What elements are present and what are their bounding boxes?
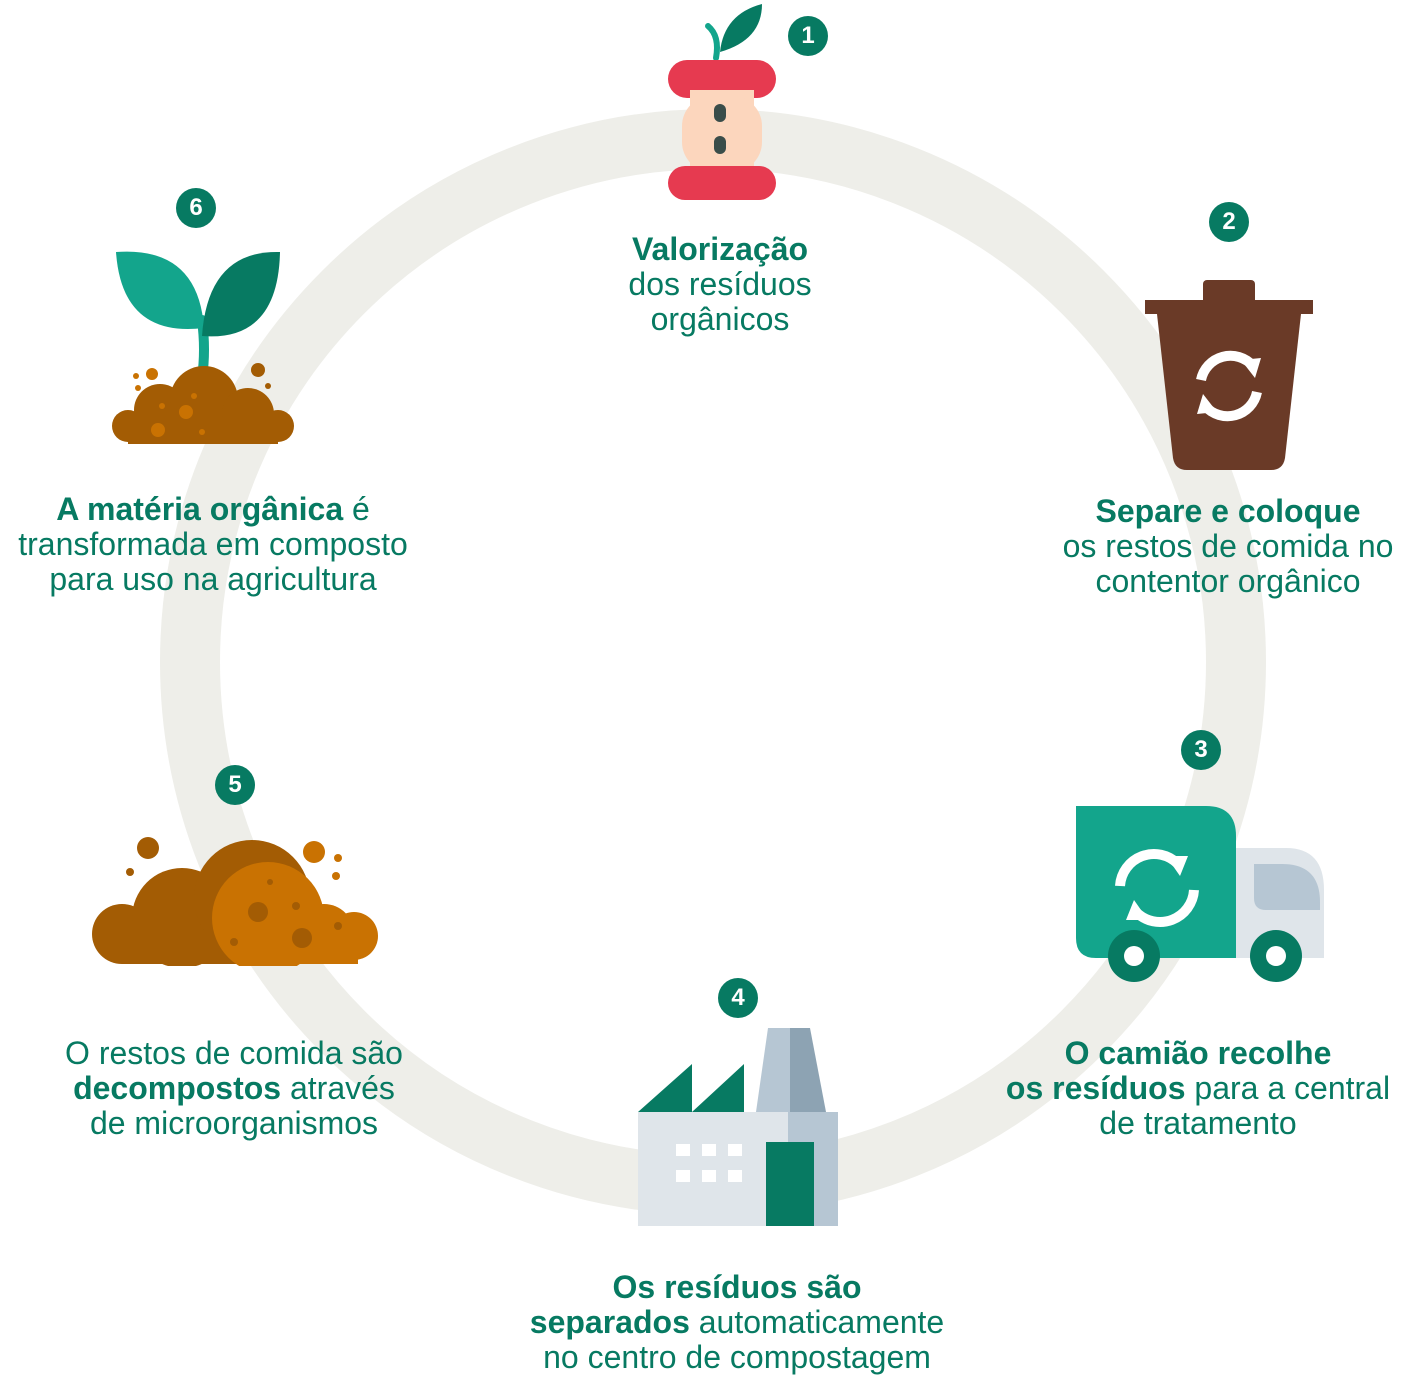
step-1-line3: orgânicos [650,301,790,337]
step-6-caption: A matéria orgânica é transformada em com… [0,492,426,597]
step-1-title: Valorização [631,231,809,267]
step-3-line3: de tratamento [1099,1105,1297,1141]
step-3-bold2: os resíduos [1005,1070,1186,1106]
step-2-line2: os restos de comida no [1062,528,1394,564]
step-5-badge: 5 [215,765,255,805]
step-1-caption: Valorização dos resíduos orgânicos [570,232,870,337]
step-4-caption: Os resíduos são separados automaticament… [487,1270,987,1375]
factory-icon [638,1028,838,1226]
step-1-line2: dos resíduos [628,266,812,302]
step-4-text2: automaticamente [689,1304,945,1340]
step-2-line3: contentor orgânico [1095,563,1361,599]
step-4-line3: no centro de compostagem [543,1339,931,1375]
recycling-truck-icon [1076,806,1324,982]
step-2-title: Separe e coloque [1095,493,1361,529]
step-4-title: Os resíduos são [612,1269,862,1305]
step-2-badge: 2 [1209,202,1249,242]
step-6-badge: 6 [176,188,216,228]
step-5-line3: de microorganismos [89,1105,379,1141]
step-6-line2: transformada em composto [18,526,408,562]
step-2-caption: Separe e coloque os restos de comida no … [1048,494,1403,599]
step-4-bold2: separados [529,1304,690,1340]
step-6-title: A matéria orgânica [56,491,344,527]
step-3-title: O camião recolhe [1064,1035,1332,1071]
step-3-text2: para a central [1185,1070,1391,1106]
step-6-line3: para uso na agricultura [49,561,377,597]
step-4-badge: 4 [718,978,758,1018]
step-5-text2: através [281,1070,395,1106]
step-3-badge: 3 [1181,730,1221,770]
step-5-caption: O restos de comida são decompostos atrav… [34,1036,434,1141]
step-6-text1: é [343,491,370,527]
decomposing-soil-icon [92,837,378,966]
organic-bin-icon [1145,280,1313,470]
sprout-icon [112,251,294,444]
step-1-badge: 1 [788,16,828,56]
step-5-bold2: decompostos [73,1070,282,1106]
step-5-line1: O restos de comida são [65,1035,403,1071]
apple-core-icon [668,4,776,200]
step-3-caption: O camião recolhe os resíduos para a cent… [998,1036,1398,1141]
